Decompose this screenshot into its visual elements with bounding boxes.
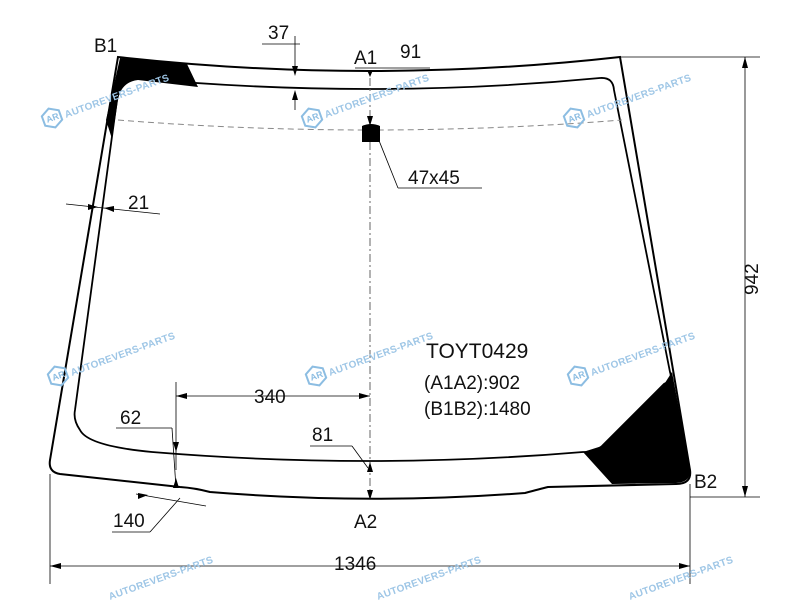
svg-text:AR: AR: [45, 111, 61, 125]
spec-a1a2: (A1A2):902: [424, 373, 520, 394]
dim-942-arrow-bottom: [742, 486, 748, 497]
dim-label-140: 140: [113, 511, 145, 532]
watermark-text: AUTOREVERS-PARTS: [627, 555, 735, 600]
watermark-logo-icon: AR: [300, 107, 324, 129]
dim-1346-arrow-right: [679, 563, 690, 569]
dim-91-arrow: [367, 70, 373, 77]
point-label-b2: B2: [694, 472, 717, 493]
sensor-pad: [362, 124, 380, 142]
dim-label-sensor: 47x45: [408, 168, 460, 189]
dim-37-arrow: [292, 66, 298, 76]
svg-text:AR: AR: [305, 111, 321, 125]
dim-140-arrow: [138, 493, 148, 499]
frit-corner-top-left: [106, 58, 198, 139]
svg-text:AR: AR: [567, 111, 583, 125]
dim-140-leader: [149, 497, 181, 533]
dim-1346-arrow-left: [50, 563, 61, 569]
dim-942-arrow-top: [742, 57, 748, 68]
svg-text:AR: AR: [51, 369, 67, 383]
dim-340-arrow-right: [359, 393, 370, 399]
dim-81-line: [351, 445, 369, 469]
dim-label-942: 942: [742, 263, 763, 295]
dim-62-arrow-low: [173, 478, 179, 488]
sensor-leader: [377, 137, 399, 189]
watermark-logo-icon: AR: [304, 365, 328, 387]
dim-37-arrow-low: [292, 90, 298, 100]
watermark-text: AUTOREVERS-PARTS: [375, 555, 483, 600]
part-code: TOYT0429: [426, 340, 528, 363]
point-label-b1: B1: [94, 36, 117, 57]
dim-81-arrow: [367, 462, 373, 472]
dim-label-37: 37: [268, 23, 289, 44]
spec-b1b2: (B1B2):1480: [424, 399, 531, 420]
dim-label-91: 91: [400, 42, 421, 63]
svg-text:AR: AR: [571, 369, 587, 383]
dim-label-81: 81: [312, 425, 333, 446]
dim-21-arrow-2: [104, 206, 114, 212]
dim-340-arrow-left: [176, 393, 187, 399]
svg-text:AR: AR: [309, 369, 325, 383]
frit-corner-bottom-right: [583, 372, 691, 484]
dim-91-arrow-low: [367, 116, 373, 126]
watermark-logo-icon: AR: [566, 365, 590, 387]
dim-140-line: [135, 493, 207, 507]
dim-62-line: [171, 427, 177, 489]
dim-label-21: 21: [128, 193, 149, 214]
dim-label-340: 340: [254, 387, 286, 408]
dim-21-arrow: [88, 204, 98, 210]
watermark-logo-icon: AR: [562, 107, 586, 129]
watermark-logo-icon: AR: [40, 107, 64, 129]
dim-81-arrow-low: [367, 490, 373, 500]
dim-label-62: 62: [120, 408, 141, 429]
dim-62-arrow: [173, 442, 179, 452]
watermark-logo-icon: AR: [46, 365, 70, 387]
point-label-a2: A2: [354, 512, 377, 533]
watermark-text: AUTOREVERS-PARTS: [107, 555, 215, 600]
point-label-a1: A1: [354, 48, 377, 69]
dim-label-1346: 1346: [334, 554, 376, 575]
